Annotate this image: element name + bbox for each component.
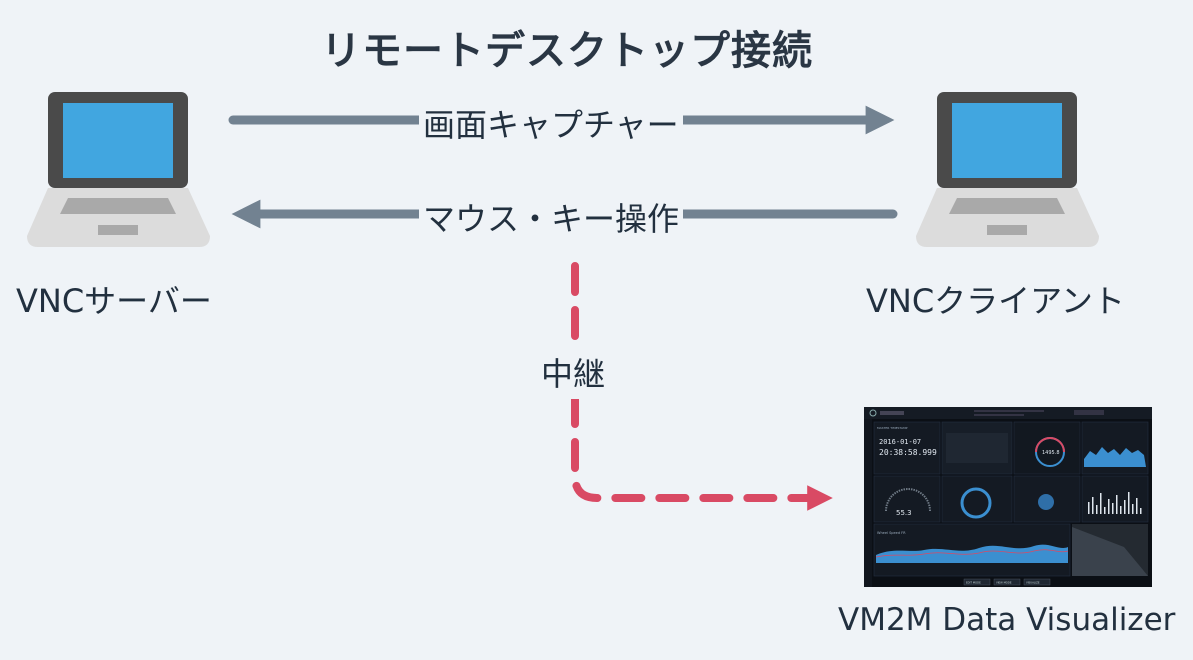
timestamp-time: 20:38:58.999 xyxy=(879,448,937,457)
vnc-client-label: VNCクライアント xyxy=(866,282,1125,320)
screen-capture-label: 画面キャプチャー xyxy=(419,100,683,146)
speed-readout: 55.3 xyxy=(896,509,912,517)
timestamp-date: 2016-01-07 xyxy=(879,438,921,446)
client-laptop-icon xyxy=(916,92,1099,247)
edit-mode-button[interactable]: EDIT MODE xyxy=(966,581,981,585)
visualize-button[interactable]: VISUALIZE xyxy=(1026,581,1040,585)
timestamp-title: MASTER TIMESTAMP xyxy=(877,426,908,430)
vnc-server-label: VNCサーバー xyxy=(16,282,212,320)
view-mode-button[interactable]: VIEW MODE xyxy=(996,581,1012,585)
rpm-readout: 1495.8 xyxy=(1042,450,1060,456)
wheel-speed-title: Wheel Speed FR xyxy=(877,531,906,535)
visualizer-screenshot: MASTER TIMESTAMP 2016-01-07 20:38:58.999… xyxy=(864,407,1152,587)
visualizer-label: VM2M Data Visualizer xyxy=(838,602,1176,638)
input-control-label: マウス・キー操作 xyxy=(419,194,684,240)
relay-label: 中継 xyxy=(541,345,606,399)
relay-dashed-arrow xyxy=(571,262,833,511)
diagram-title: リモートデスクトップ接続 xyxy=(321,28,813,74)
server-laptop-icon xyxy=(27,92,210,247)
